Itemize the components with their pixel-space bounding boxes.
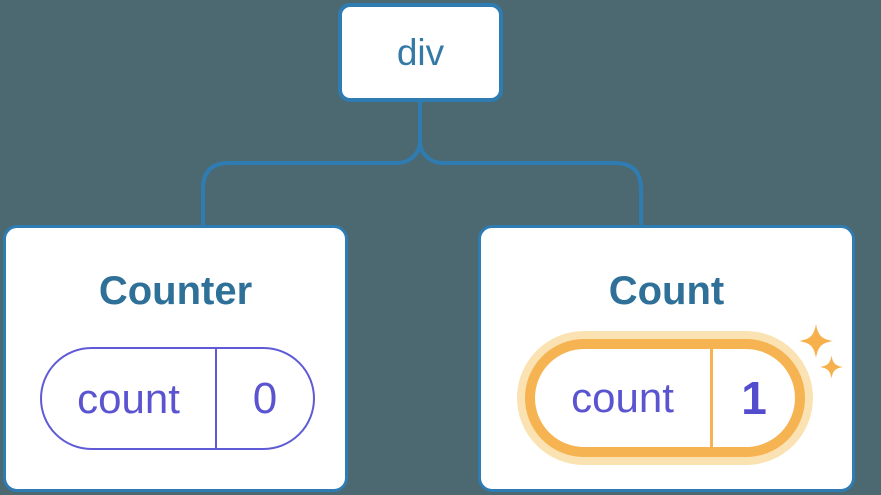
sparkle-icon-large [799,324,833,358]
state-pill: count 1 [525,339,805,457]
state-value: 0 [215,349,313,448]
root-node-label: div [396,31,445,73]
card-title: Count [608,269,725,313]
card-title: Counter [98,269,253,313]
sparkle-icon-small [820,355,843,379]
state-pill-highlight-halo: count 1 [517,331,813,465]
state-key: count [571,374,674,421]
state-value: 1 [710,349,795,447]
component-card-count: Count count 1 [478,225,855,492]
component-card-counter: Counter count 0 [3,225,348,492]
state-pill: count 0 [40,347,315,450]
connector-branch-left [201,140,422,226]
connector-branch-right [418,140,643,226]
state-key: count [77,374,180,422]
root-node: div [338,3,503,102]
